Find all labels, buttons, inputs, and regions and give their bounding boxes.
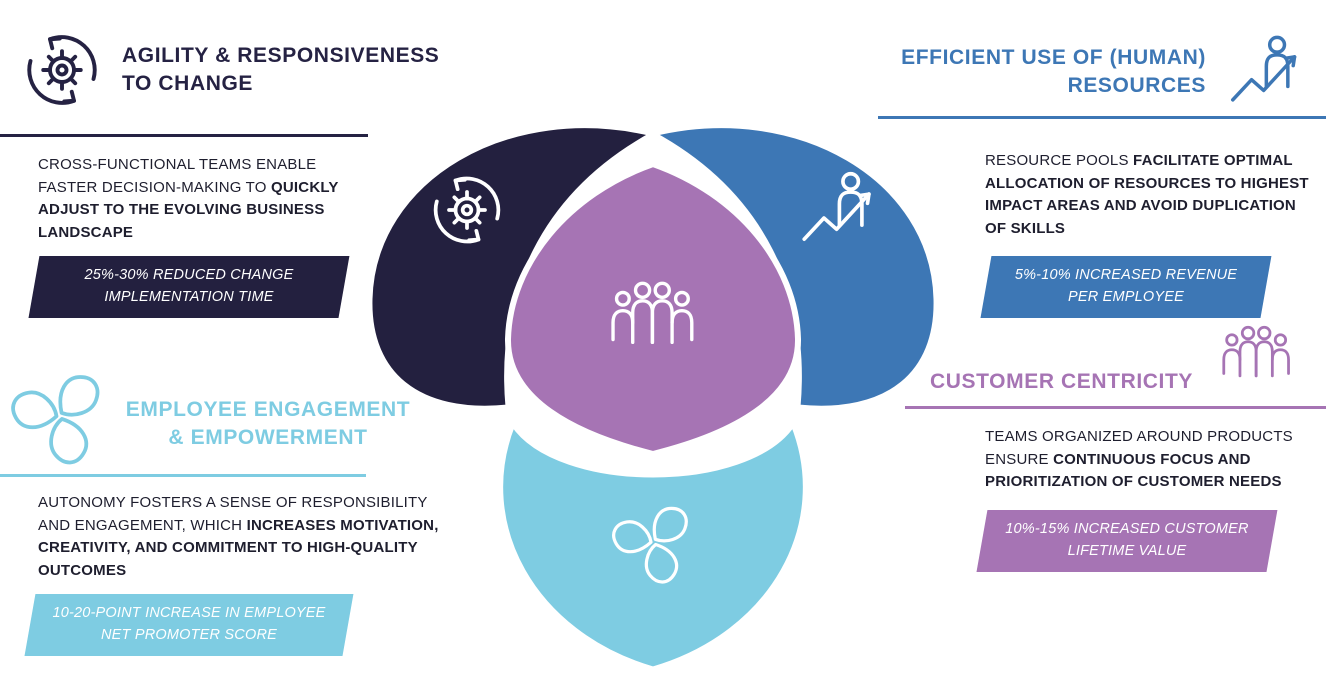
resources-stat-badge: 5%-10% INCREASED REVENUE PER EMPLOYEE [980,256,1272,318]
employee-title-line2: & EMPOWERMENT [168,425,368,449]
customer-title-line1: CUSTOMER CENTRICITY [930,370,1194,393]
customer-divider [905,406,1326,409]
agility-title-line2: TO CHANGE [122,71,254,95]
resources-title-line2: RESOURCES [1067,73,1206,97]
resources-body: RESOURCE POOLS FACILITATE OPTIMAL ALLOCA… [985,150,1317,240]
employee-title: EMPLOYEE ENGAGEMENT & EMPOWERMENT [112,396,424,452]
customer-stat-text: 10%-15% INCREASED CUSTOMER LIFETIME VALU… [1005,521,1249,559]
cycle-gear-icon [14,20,110,120]
employee-divider [0,474,366,477]
employee-stat-badge: 10-20-POINT INCREASE IN EMPLOYEE NET PRO… [24,594,354,656]
resources-title-line1: EFFICIENT USE OF (HUMAN) [901,46,1206,69]
agility-body-bold: QUICKLY ADJUST TO THE EVOLVING BUSINESS … [38,178,339,241]
employee-stat-text: 10-20-POINT INCREASE IN EMPLOYEE NET PRO… [52,605,326,643]
agility-title-line1: AGILITY & RESPONSIVENESS [122,44,440,67]
resources-divider [878,116,1326,119]
agility-body: CROSS-FUNCTIONAL TEAMS ENABLE FASTER DEC… [38,154,350,244]
resources-body-bold: FACILITATE OPTIMAL ALLOCATION OF RESOURC… [985,152,1309,237]
employee-body: AUTONOMY FOSTERS A SENSE OF RESPONSIBILI… [38,492,458,582]
agility-divider [0,134,368,137]
employee-body-regular: AUTONOMY FOSTERS A SENSE OF RESPONSIBILI… [38,494,428,534]
agility-stat-text: 25%-30% REDUCED CHANGE IMPLEMENTATION TI… [84,267,294,305]
people-group-icon [1214,318,1296,392]
hands-together-icon [10,364,110,468]
customer-body-bold: CONTINUOUS FOCUS AND PRIORITIZATION OF C… [985,450,1282,491]
person-chart-icon [1222,26,1308,120]
agility-title: AGILITY & RESPONSIVENESS TO CHANGE [122,42,439,98]
employee-title-line1: EMPLOYEE ENGAGEMENT [125,398,411,421]
customer-body: TEAMS ORGANIZED AROUND PRODUCTS ENSURE C… [985,426,1323,494]
employee-body-bold: INCREASES MOTIVATION, CREATIVITY, AND CO… [38,516,439,579]
customer-body-regular: TEAMS ORGANIZED AROUND PRODUCTS ENSURE [985,428,1293,468]
agility-body-regular: CROSS-FUNCTIONAL TEAMS ENABLE FASTER DEC… [38,156,317,196]
resources-stat-text: 5%-10% INCREASED REVENUE PER EMPLOYEE [1014,267,1238,305]
customer-title: CUSTOMER CENTRICITY [930,368,1193,396]
resources-body-regular: RESOURCE POOLS [985,152,1134,169]
customer-stat-badge: 10%-15% INCREASED CUSTOMER LIFETIME VALU… [976,510,1278,572]
agility-stat-badge: 25%-30% REDUCED CHANGE IMPLEMENTATION TI… [28,256,350,318]
venn-diagram [367,124,939,672]
resources-title: EFFICIENT USE OF (HUMAN) RESOURCES [880,44,1206,100]
